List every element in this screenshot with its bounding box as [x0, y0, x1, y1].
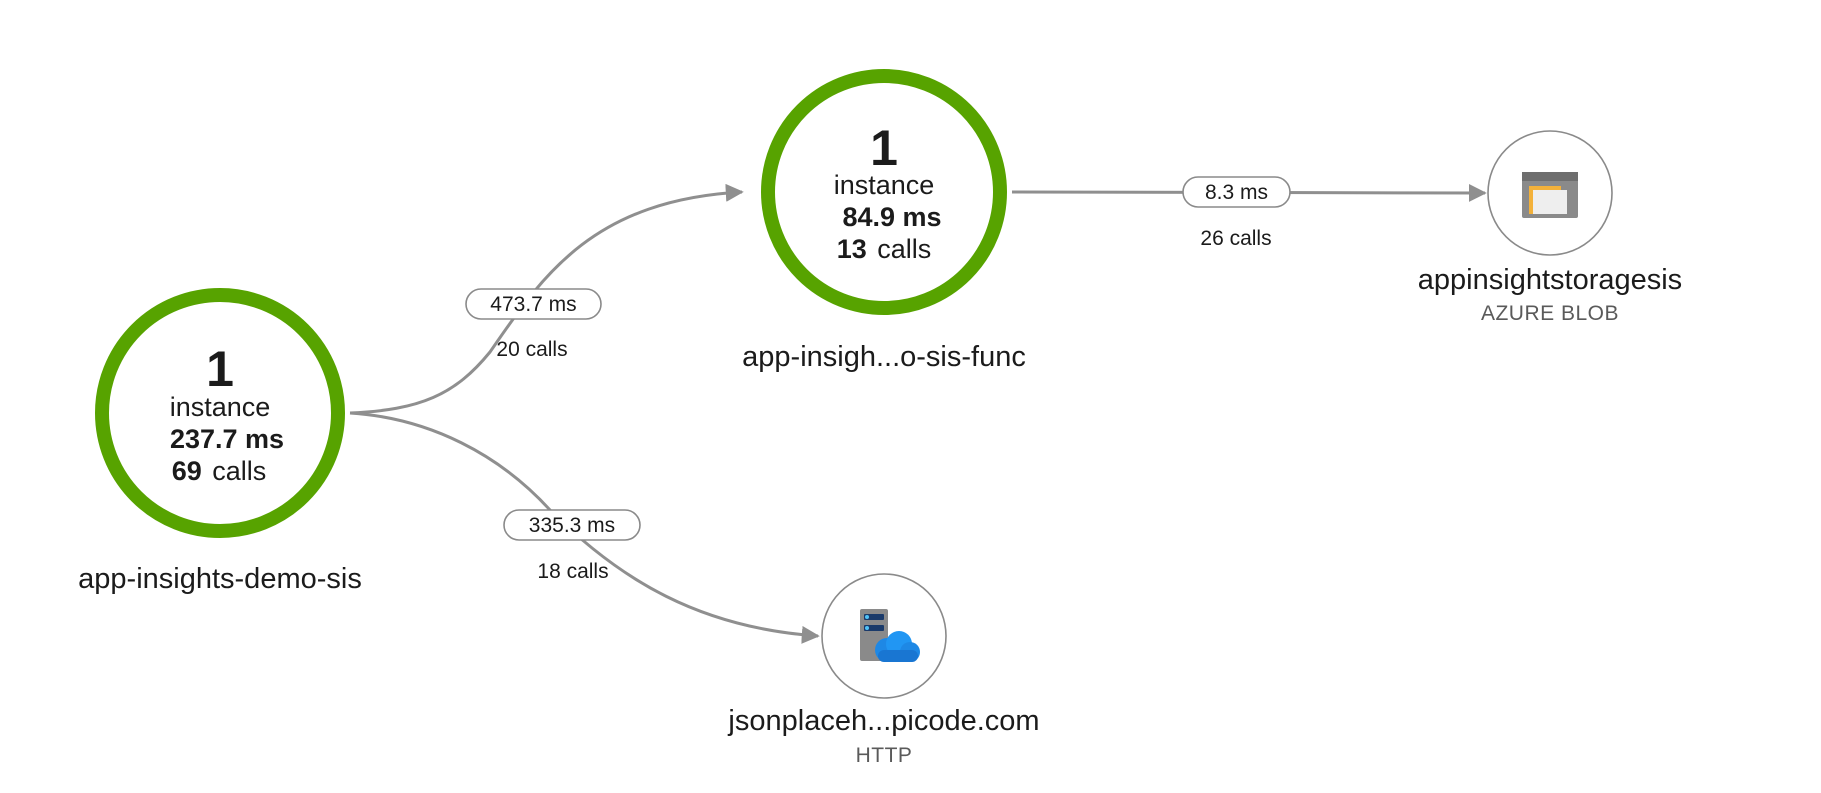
dependency-type: AZURE BLOB [1481, 302, 1619, 325]
edge-duration: 335.3 ms [529, 514, 615, 537]
server-cloud-icon [860, 609, 920, 662]
node-name: app-insigh...o-sis-func [742, 341, 1026, 373]
calls-label: calls [212, 456, 266, 486]
edge-demo-to-func[interactable] [349, 183, 744, 415]
node-app-insights-sis-func[interactable]: 1 instance 84.9 ms 13 calls [761, 69, 1007, 315]
dependency-azure-blob[interactable] [1487, 130, 1613, 256]
calls-count: 13 [837, 234, 867, 264]
instance-label: instance [170, 392, 271, 422]
health-ring [95, 288, 345, 538]
edge-calls: 26 calls [1200, 227, 1271, 250]
instance-count: 1 [206, 341, 234, 397]
dependency-name: jsonplaceh...picode.com [727, 705, 1039, 737]
calls-count: 69 [172, 456, 202, 486]
duration-pill [465, 288, 602, 320]
node-name: app-insights-demo-sis [78, 563, 362, 595]
instance-count: 1 [870, 120, 898, 176]
duration-pill [503, 509, 641, 541]
avg-duration: 84.9 ms [842, 202, 941, 232]
calls-line: 69 calls [172, 456, 267, 486]
edge-label-func-to-blob[interactable]: 8.3 ms [1182, 176, 1291, 208]
avg-duration: 237.7 ms [170, 424, 284, 454]
edge-calls: 20 calls [496, 338, 567, 361]
calls-line: 13 calls [837, 234, 932, 264]
storage-folder-icon [1522, 172, 1578, 218]
duration-pill [1182, 176, 1291, 208]
edge-label-demo-to-http[interactable]: 335.3 ms [503, 509, 641, 541]
edge-label-demo-to-func[interactable]: 473.7 ms [465, 288, 602, 320]
edge-duration: 473.7 ms [490, 293, 576, 316]
dependency-type: HTTP [856, 744, 913, 767]
health-ring [761, 69, 1007, 315]
edge-calls: 18 calls [537, 560, 608, 583]
node-app-insights-demo-sis[interactable]: 1 instance 237.7 ms 69 calls [95, 288, 345, 538]
edge-duration: 8.3 ms [1205, 181, 1268, 204]
calls-label: calls [877, 234, 931, 264]
dependency-name: appinsightstoragesis [1418, 264, 1682, 296]
dependency-http[interactable] [821, 573, 947, 699]
instance-label: instance [834, 170, 935, 200]
